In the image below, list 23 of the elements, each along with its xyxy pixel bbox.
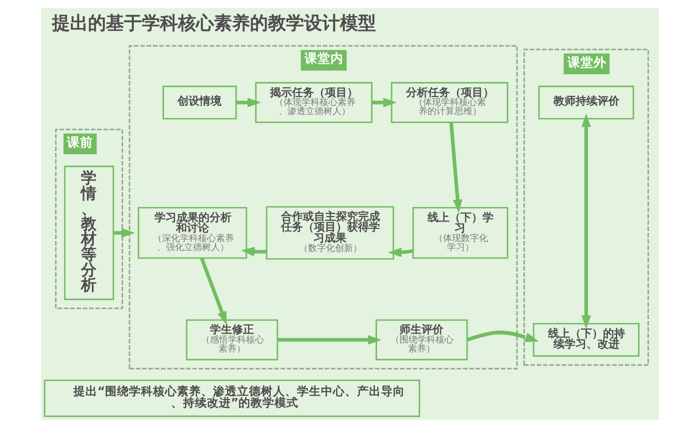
- arrow: [581, 113, 591, 329]
- node-box: 合作或自主探究完成任务（项目）获得学习成果 （数字化创新）: [266, 206, 394, 260]
- arrow: [372, 98, 397, 108]
- node-box: 学情、教材等分析: [64, 166, 114, 300]
- node-box: 线上（下）的持续学习、改进: [532, 322, 640, 357]
- node-box: 教师持续评价: [538, 86, 634, 120]
- arrow: [388, 248, 414, 258]
- arrow: [236, 98, 262, 108]
- arrow: [114, 228, 135, 238]
- node-box: 师生评价 （围绕学科核心素养）: [376, 319, 468, 360]
- node-box: 学习成果的分析和讨论 （深化学科核心素养、强化立德树人）: [138, 207, 248, 259]
- node-box: 提出“围绕学科核心素养、渗透立德树人、学生中心、产出导向、持续改进”的教学模式: [44, 380, 420, 417]
- arrow: [278, 335, 382, 345]
- diagram-title: 提出的基于学科核心素养的教学设计模型: [52, 12, 376, 34]
- arrow: [200, 258, 227, 326]
- node-box: 创设情境: [162, 86, 237, 120]
- node-box: 学生修正 （感悟学科核心素养）: [186, 319, 278, 360]
- arrow: [241, 246, 266, 256]
- node-box: 线上（下）学习 （体现数字化学习）: [412, 207, 508, 259]
- arrow: [466, 330, 539, 342]
- node-box: 分析任务（项目） （体现学科核心素养的计算思维）: [390, 82, 508, 124]
- node-box: 揭示任务（项目） （体现学科核心素养、渗透立德树人）: [255, 82, 373, 124]
- arrow: [449, 122, 462, 214]
